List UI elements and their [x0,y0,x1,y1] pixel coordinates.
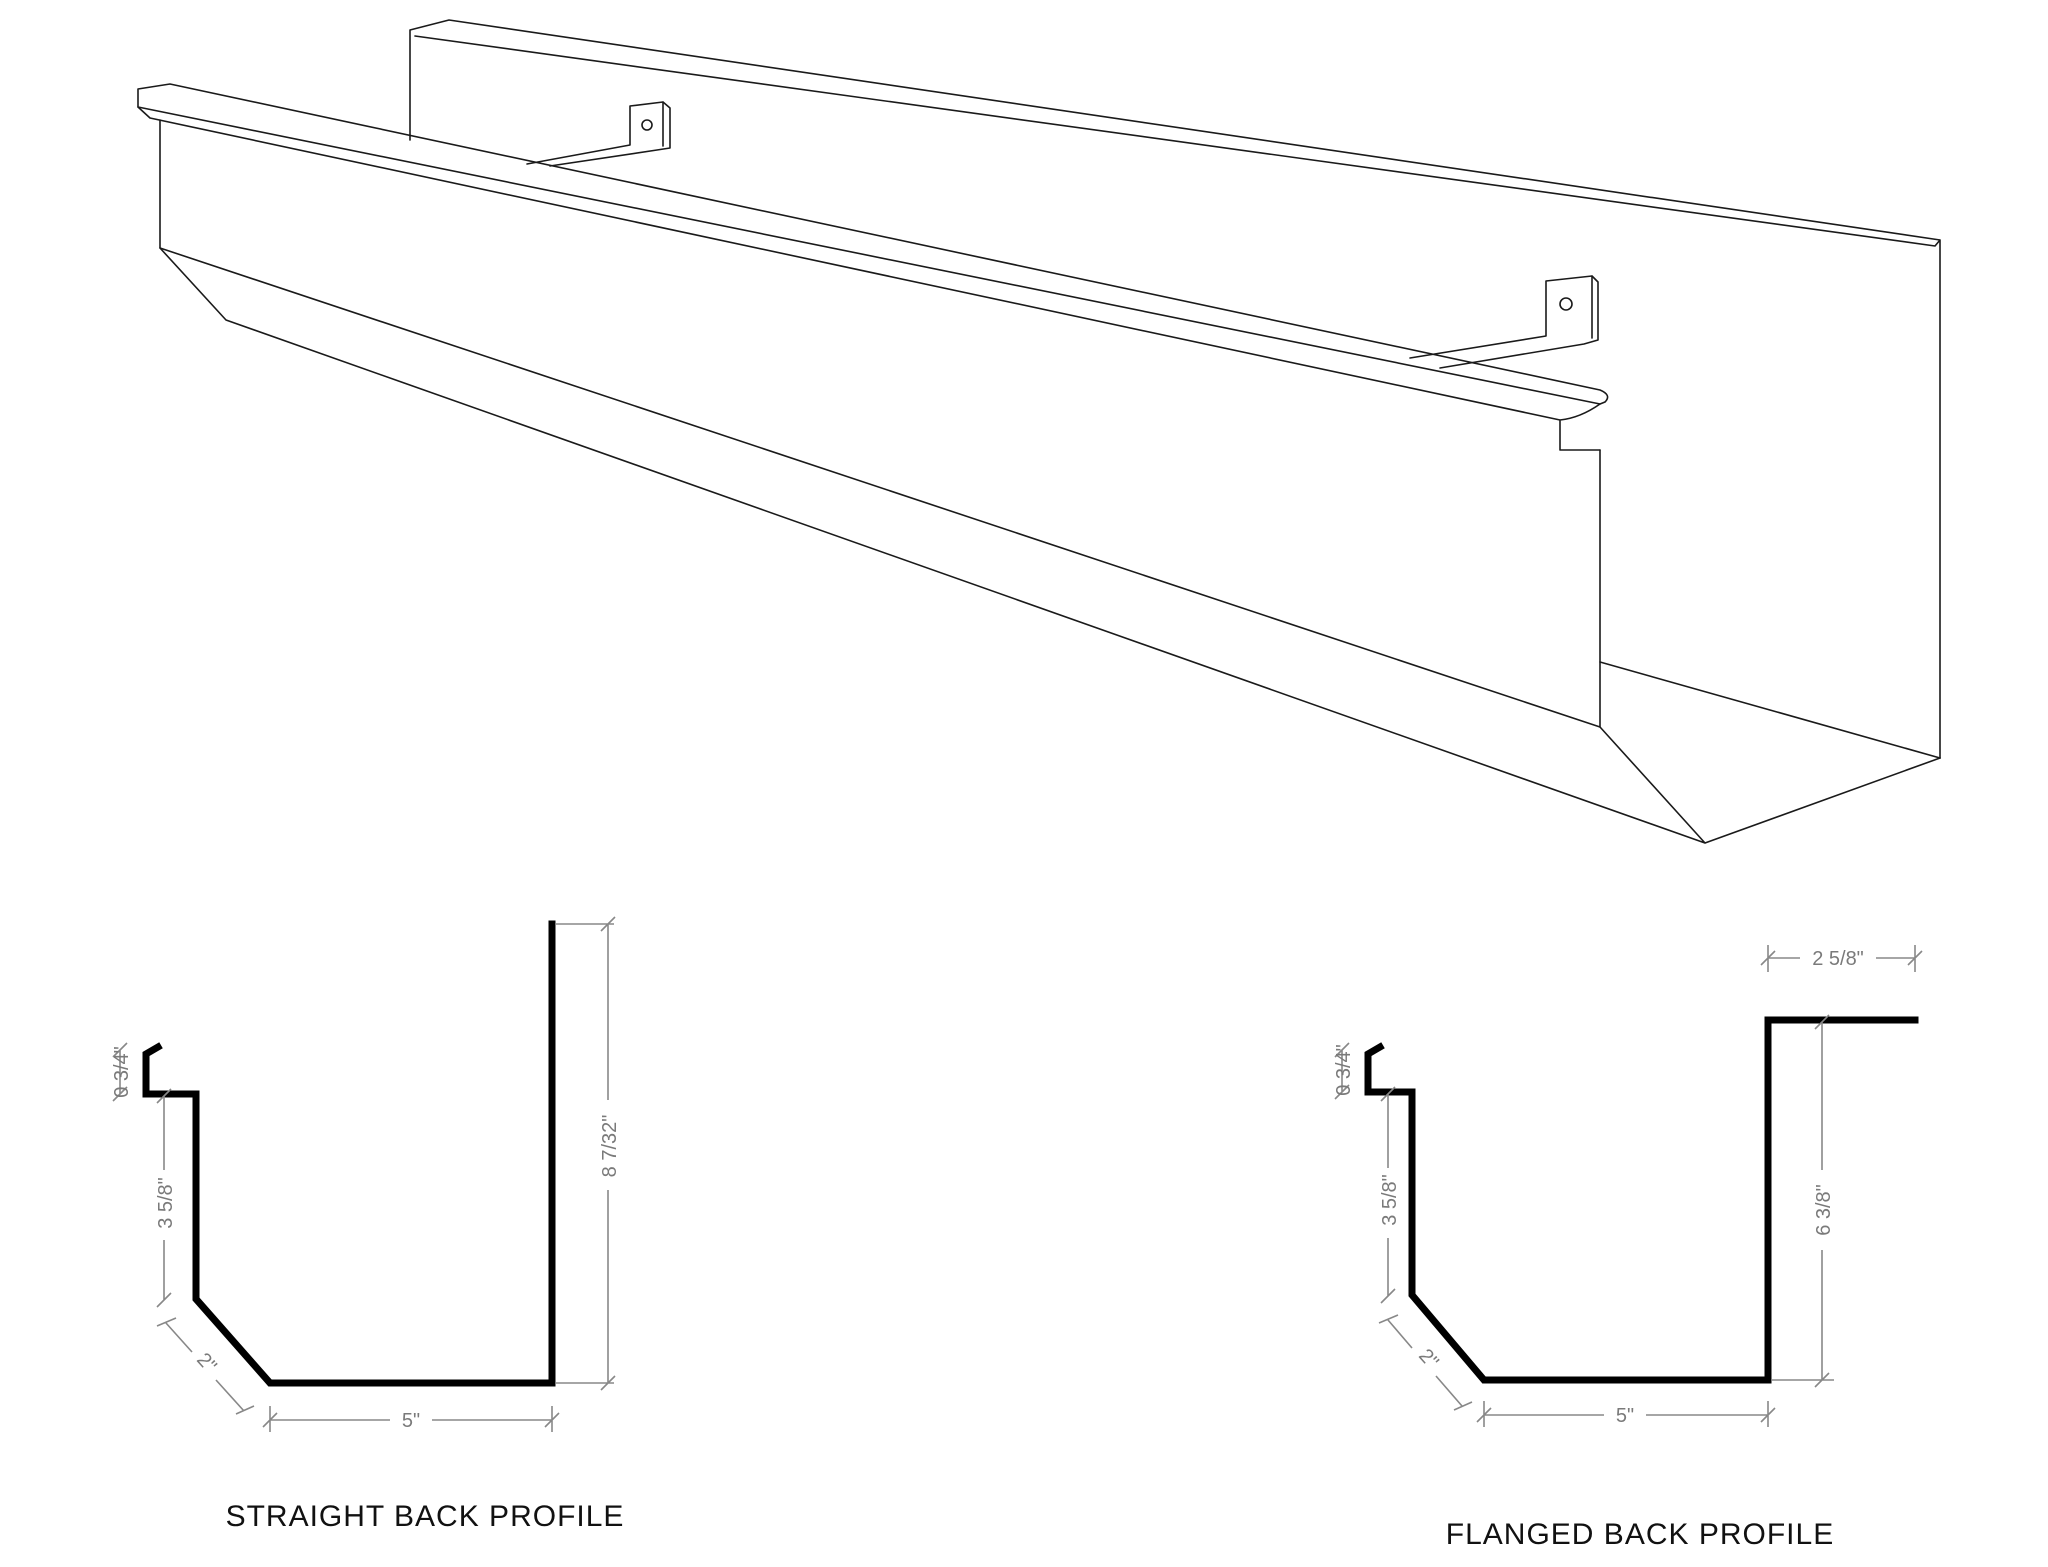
hanger-left [526,101,671,167]
dim-flange-flanged-label: 2 5/8" [1812,948,1864,970]
dim-bottom-straight [262,1406,560,1432]
gutter-back-wall [409,19,1941,759]
gutter-floor-edge [1599,661,1941,759]
dim-back-straight-label: 8 7/32" [599,1115,621,1178]
dim-lip-flanged [1334,1042,1350,1100]
flanged-back-caption: FLANGED BACK PROFILE [1446,1518,1834,1551]
straight-back-profile: 0 3/4" 3 5/8" 2" 5" 8 7/32" STRAIGHT BAC… [111,916,625,1533]
gutter-front-face [159,119,1601,728]
flanged-profile-line [1364,1016,1919,1384]
dim-front-straight-label: 3 5/8" [155,1177,177,1229]
dim-back-straight [556,916,616,1391]
dim-back-flanged [1772,1014,1834,1388]
dim-bottom-flanged [1476,1401,1776,1427]
straight-back-caption: STRAIGHT BACK PROFILE [226,1500,625,1533]
dim-bevel-flanged [1378,1314,1473,1411]
hanger-right [1409,275,1599,369]
gutter-isometric-view [137,19,1941,844]
dim-bevel-flanged-label: 2" [1414,1345,1443,1373]
flanged-back-profile: 2 5/8" 0 3/4" 3 5/8" 2" 5" 6 3/8" FLANGE… [1333,945,1923,1551]
dim-lip-straight-label: 0 3/4" [111,1046,133,1098]
dim-back-flanged-label: 6 3/8" [1813,1184,1835,1236]
dim-lip-flanged-label: 0 3/4" [1333,1044,1355,1096]
dim-bevel-straight [156,1317,255,1415]
dim-lip-straight [112,1042,128,1102]
gutter-bevel [159,247,1941,844]
dim-front-flanged-label: 3 5/8" [1379,1174,1401,1226]
dim-bottom-flanged-label: 5" [1616,1405,1634,1427]
gutter-front-lip [137,83,1609,405]
dim-flange-flanged [1760,945,1923,972]
dim-front-flanged [1380,1086,1396,1304]
dim-bottom-straight-label: 5" [402,1410,420,1432]
dim-bevel-straight-label: 2" [192,1349,221,1377]
straight-profile-line [142,920,556,1387]
dim-front-straight [156,1088,172,1308]
gutter-lip-underside [137,106,1601,451]
